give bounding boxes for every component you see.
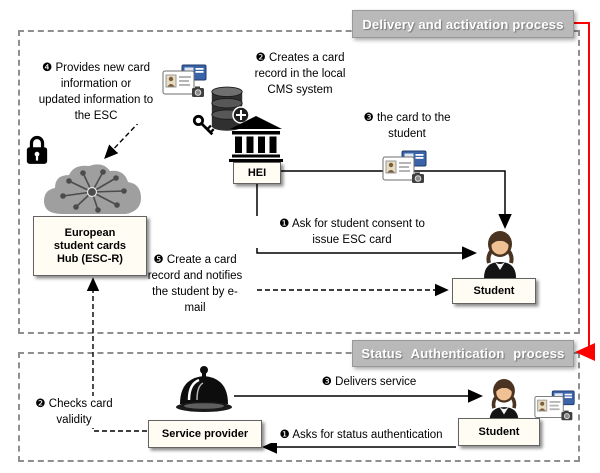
step5-notify-text: ❺ Create a card record and notifies the … (134, 252, 256, 316)
hei-label: HEI (233, 162, 281, 184)
delivery-process-title: Delivery and activation process (352, 10, 574, 38)
step2-checks-validity-text: ❷ Checks card validity (20, 396, 128, 428)
esc-hub-label: European student cards Hub (ESC-R) (33, 216, 147, 276)
step1-status-auth-text: ❶ Asks for status authentication (264, 427, 458, 443)
food-cloche-icon (172, 364, 236, 416)
cloud-network-icon (36, 158, 148, 222)
student-label-top: Student (452, 278, 536, 304)
step3-card-to-student-text: ❸ the card to the student (348, 110, 466, 142)
step3-delivers-service-text: ❸ Delivers service (294, 374, 444, 390)
id-card-icon (382, 150, 428, 186)
student-label-bottom: Student (458, 418, 540, 446)
step2-creates-record-text: ❷ Creates a card record in the local CMS… (242, 50, 358, 98)
step1-consent-text: ❶ Ask for student consent to issue ESC c… (248, 216, 456, 248)
status-process-container (18, 352, 580, 462)
id-card-icon (162, 64, 208, 100)
service-provider-label: Service provider (148, 420, 262, 448)
step4-provides-info-text: ❹ Provides new card information or updat… (22, 60, 170, 124)
student-person-icon (478, 228, 522, 278)
key-icon (192, 114, 216, 138)
bank-building-icon (229, 116, 283, 162)
student-person-icon (484, 376, 524, 422)
id-card-icon (534, 390, 576, 423)
status-process-title: Status Authentication process (352, 340, 574, 367)
